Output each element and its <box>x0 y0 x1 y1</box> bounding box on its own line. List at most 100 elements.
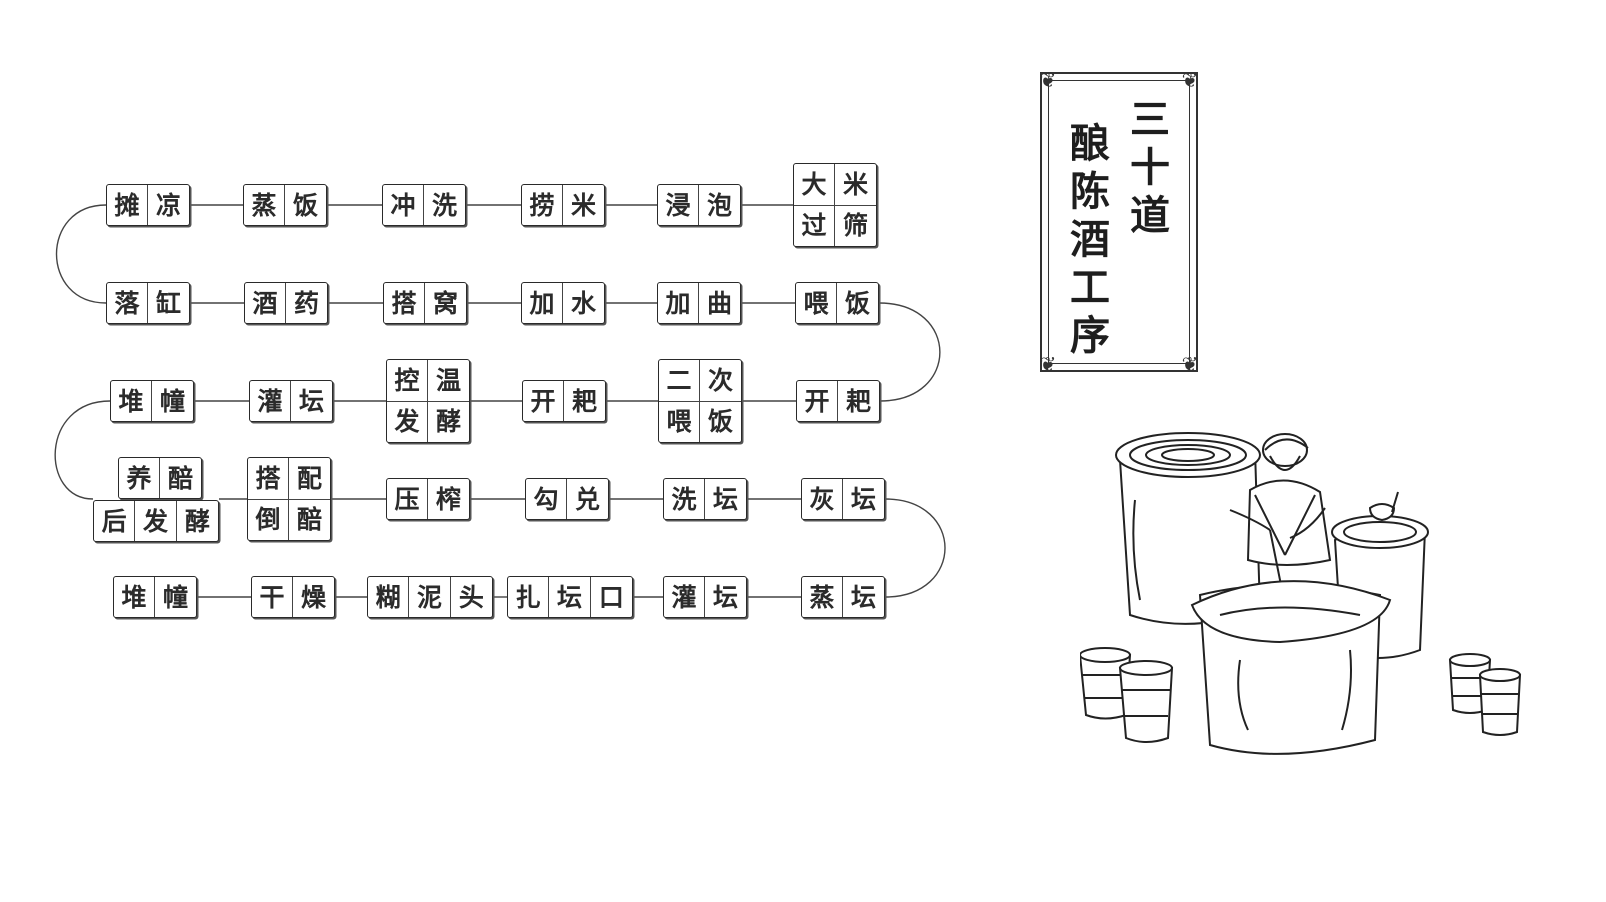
step-char: 耙 <box>571 386 597 416</box>
step-char: 坛 <box>850 582 876 612</box>
step-char: 燥 <box>300 582 326 612</box>
step-char: 榨 <box>435 484 461 514</box>
connector-curve <box>54 400 111 500</box>
process-step: 酒药 <box>244 282 328 324</box>
step-char: 落 <box>107 283 148 323</box>
process-step: 搭窝 <box>383 282 467 324</box>
process-step: 灰坛 <box>801 478 885 520</box>
process-step: 堆幢 <box>113 576 197 618</box>
step-char: 酵 <box>435 407 461 437</box>
process-step: 压榨 <box>386 478 470 520</box>
process-step: 灌坛 <box>663 576 747 618</box>
step-char: 饭 <box>844 288 870 318</box>
step-char: 洗 <box>431 190 457 220</box>
step-char: 灌 <box>250 381 291 421</box>
process-step: 蒸饭 <box>243 184 327 226</box>
process-step: 堆幢 <box>110 380 194 422</box>
step-char: 冲 <box>383 185 424 225</box>
step-char: 搭 <box>248 458 289 500</box>
step-char: 饭 <box>707 407 733 437</box>
step-char: 加 <box>658 283 699 323</box>
process-step: 浸泡 <box>657 184 741 226</box>
step-char: 坛 <box>298 386 324 416</box>
process-step: 捞米 <box>521 184 605 226</box>
step-char: 米 <box>570 190 596 220</box>
step-char: 养 <box>119 458 160 498</box>
step-char: 窝 <box>432 288 458 318</box>
step-char: 配 <box>289 458 330 500</box>
step-char: 摊 <box>107 185 148 225</box>
title-char: 陈 <box>1070 168 1110 215</box>
step-char: 水 <box>570 288 596 318</box>
step-char: 幢 <box>159 386 185 416</box>
process-step: 开耙 <box>522 380 606 422</box>
step-char: 幢 <box>162 582 188 612</box>
step-char: 灌 <box>664 577 705 617</box>
step-char: 灰 <box>802 479 843 519</box>
step-char: 泡 <box>706 190 732 220</box>
step-char: 醅 <box>167 463 193 493</box>
step-char: 加 <box>522 283 563 323</box>
step-char: 泥 <box>409 577 451 617</box>
step-char: 坛 <box>712 484 738 514</box>
step-char: 浸 <box>658 185 699 225</box>
step-char: 酒 <box>245 283 286 323</box>
title-column-left: 酿 陈 酒 工 序 <box>1070 120 1110 360</box>
step-char: 头 <box>458 582 484 612</box>
ornament-icon: ❦ <box>1039 68 1057 92</box>
title-column-right: 三 十 道 <box>1130 96 1170 240</box>
step-char: 兑 <box>574 484 600 514</box>
title-char: 酒 <box>1070 216 1110 263</box>
step-char: 开 <box>523 381 564 421</box>
step-char: 倒 <box>248 499 289 540</box>
ornament-icon: ❦ <box>1181 68 1199 92</box>
ornament-icon: ❦ <box>1039 352 1057 376</box>
step-char: 口 <box>598 582 624 612</box>
process-step: 蒸坛 <box>801 576 885 618</box>
process-step: 加曲 <box>657 282 741 324</box>
step-char: 干 <box>252 577 293 617</box>
step-char: 二 <box>659 360 700 402</box>
process-step: 扎坛口 <box>507 576 633 618</box>
step-char: 勾 <box>526 479 567 519</box>
step-char: 米 <box>835 164 876 206</box>
step-char: 坛 <box>850 484 876 514</box>
connector-curve <box>55 204 107 304</box>
title-char: 序 <box>1070 312 1110 359</box>
title-char: 十 <box>1130 144 1170 191</box>
step-char: 喂 <box>659 401 700 442</box>
connector-curve <box>884 498 946 598</box>
title-char: 三 <box>1130 96 1170 143</box>
step-char: 药 <box>293 288 319 318</box>
step-char: 过 <box>794 205 835 246</box>
process-step: 大米过筛 <box>793 163 877 247</box>
process-step: 干燥 <box>251 576 335 618</box>
step-char: 压 <box>387 479 428 519</box>
step-char: 发 <box>135 501 177 541</box>
title-char: 道 <box>1130 192 1170 239</box>
process-step: 加水 <box>521 282 605 324</box>
step-char: 蒸 <box>244 185 285 225</box>
process-step: 洗坛 <box>663 478 747 520</box>
title-frame: ❦ ❦ ❦ ❦ 三 十 道 酿 陈 酒 工 序 <box>1040 68 1199 376</box>
process-step: 后发酵 <box>93 500 219 542</box>
step-char: 堆 <box>111 381 152 421</box>
title-inner-frame <box>1048 80 1190 364</box>
step-char: 发 <box>387 401 428 442</box>
ornament-icon: ❦ <box>1181 352 1199 376</box>
connector-curve <box>878 302 941 402</box>
step-char: 堆 <box>114 577 155 617</box>
step-char: 控 <box>387 360 428 402</box>
process-step: 勾兑 <box>525 478 609 520</box>
step-char: 凉 <box>155 190 181 220</box>
step-char: 开 <box>797 381 838 421</box>
step-char: 温 <box>428 360 469 402</box>
step-char: 缸 <box>155 288 181 318</box>
step-char: 次 <box>700 360 741 402</box>
process-step: 糊泥头 <box>367 576 493 618</box>
process-step: 落缸 <box>106 282 190 324</box>
step-char: 洗 <box>664 479 705 519</box>
process-step: 摊凉 <box>106 184 190 226</box>
